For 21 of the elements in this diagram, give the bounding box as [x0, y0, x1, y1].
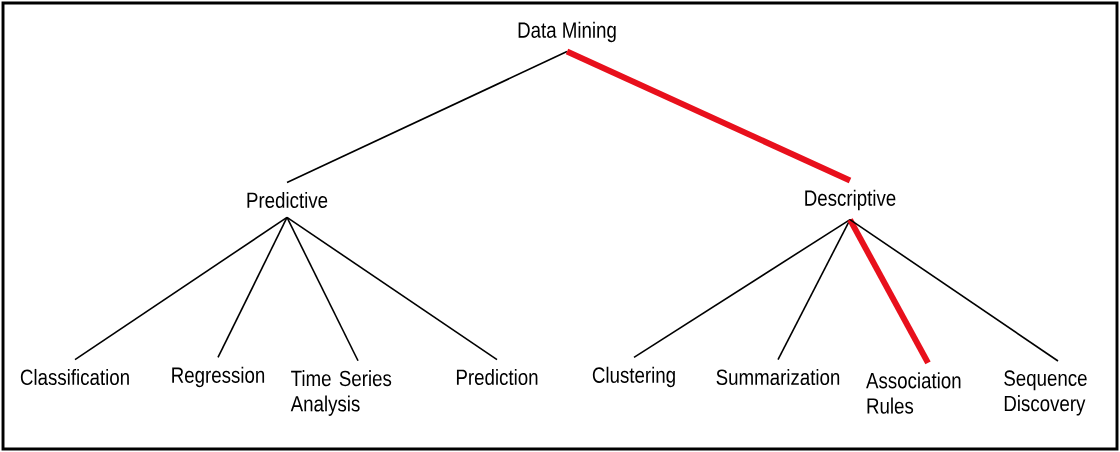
- connector-line: [286, 216, 498, 361]
- connector-line: [565, 48, 852, 184]
- connector-line: [286, 216, 359, 362]
- connector-line: [217, 216, 288, 359]
- connector-line: [847, 218, 931, 365]
- node-label: Data Mining: [518, 21, 616, 43]
- node-label: Summarization: [716, 368, 840, 386]
- node-label: Descriptive: [805, 189, 896, 211]
- node-label: Classification: [20, 368, 129, 386]
- connector-line: [849, 218, 1059, 362]
- node-label: Predictive: [247, 191, 328, 209]
- node-label: Regression: [172, 366, 265, 388]
- node-label: Time Series Analysis: [290, 370, 392, 416]
- connector-line: [74, 216, 288, 361]
- node-label: Clustering: [592, 366, 675, 388]
- connector-line: [286, 50, 568, 184]
- node-label: Prediction: [456, 368, 538, 386]
- connector-line: [777, 218, 851, 361]
- connector-line: [633, 218, 851, 359]
- node-label: Association Rules: [866, 372, 961, 414]
- node-label: Sequence Discovery: [1004, 370, 1087, 416]
